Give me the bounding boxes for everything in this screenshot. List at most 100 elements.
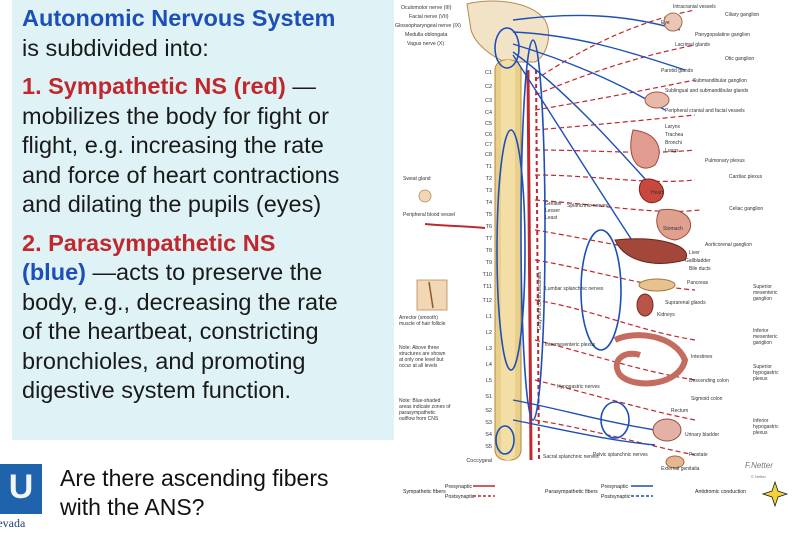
kidney-organ: [636, 293, 654, 317]
parasympathetic-outflow-ovals: [494, 27, 630, 455]
parasympathetic-heading: 2. Parasympathetic NS: [22, 229, 276, 256]
salivary-glands: [644, 91, 670, 109]
legend-parasympathetic: Parasympathetic fibers: [545, 489, 598, 495]
label-sigmoid-colon: Sigmoid colon: [691, 396, 723, 402]
label-t12: T12: [483, 298, 492, 304]
question-line-2: with the ANS?: [60, 494, 205, 520]
star-marker-icon: [761, 480, 789, 508]
ans-diagram: Oculomotor nerve (III) Facial nerve (VII…: [395, 0, 793, 532]
label-peripheral-vessel: Peripheral blood vessel: [403, 212, 455, 218]
label-t5: T5: [486, 212, 492, 218]
label-t2: T2: [486, 176, 492, 182]
label-l3: L3: [486, 346, 492, 352]
label-t1: T1: [486, 164, 492, 170]
label-sweat-gland: Sweat gland: [403, 176, 431, 182]
label-intermesenteric: Intermesenteric plexus: [545, 342, 596, 348]
label-pterygopalatine: Pterygopalatine ganglion: [695, 32, 750, 38]
legend-sym-postsynaptic: Postsynaptic: [445, 494, 475, 500]
spinal-cord-core: [501, 60, 515, 460]
stomach-organ: [656, 208, 692, 241]
label-greater: Greater: [545, 201, 562, 207]
label-otic: Otic ganglion: [725, 56, 754, 62]
label-suprarenal: Suprarenal glands: [665, 300, 706, 306]
brainstem-shape: [466, 0, 550, 63]
label-kidneys: Kidneys: [657, 312, 675, 318]
label-superior-hypogastric: Superior hypogastric plexus: [753, 364, 779, 382]
label-least: Least: [545, 215, 558, 221]
label-c1: C1: [485, 70, 492, 76]
label-lacrimal: Lacrimal glands: [675, 42, 711, 48]
parasympathetic-line-4: digestive system function.: [22, 377, 292, 403]
label-facial: Facial nerve (VII): [409, 14, 449, 20]
note-arrector: Arrector (smooth) muscle of hair follicl…: [399, 315, 445, 327]
panel-title: Autonomic Nervous System: [22, 5, 336, 31]
label-submandibular-ganglion: Submandibular ganglion: [693, 78, 747, 84]
label-t9: T9: [486, 260, 492, 266]
university-logo: U: [0, 464, 42, 514]
organs: [613, 12, 692, 469]
label-s3: S3: [485, 420, 492, 426]
label-l4: L4: [486, 362, 492, 368]
sympathetic-heading: 1. Sympathetic NS: [22, 73, 228, 99]
parasympathetic-line-0: —acts to preserve the: [85, 259, 323, 285]
label-c3: C3: [485, 98, 492, 104]
label-lungs: Lungs: [665, 148, 679, 154]
legend-para-presynaptic: Presynaptic: [601, 484, 629, 490]
label-l2: L2: [486, 330, 492, 336]
intestines-organ: [613, 332, 689, 387]
description-panel: Autonomic Nervous System is subdivided i…: [12, 0, 394, 440]
cranial-nerve-labels: Oculomotor nerve (III) Facial nerve (VII…: [395, 5, 461, 47]
logo-letter: U: [8, 468, 34, 506]
label-gray-rami: Gray rami communicantes: [537, 271, 543, 330]
label-pelvic-splanchnic: Pelvic splanchnic nerves: [593, 452, 648, 458]
label-intracranial-vessels: Intracranial vessels: [673, 4, 716, 10]
label-inferior-hypogastric: Inferior hypogastric plexus: [753, 418, 779, 436]
label-external-genitalia: External genitalia: [661, 466, 700, 472]
parasympathetic-line-2: of the heartbeat, constricting: [22, 318, 319, 344]
label-c8: C8: [485, 152, 492, 158]
note-blue-shaded: Note: Blue-shaded areas indicate zones o…: [399, 398, 450, 422]
label-gallbladder: Gallbladder: [685, 258, 711, 264]
label-c6: C6: [485, 132, 492, 138]
label-parotid: Parotid glands: [661, 68, 693, 74]
label-celiac: Celiac ganglion: [729, 206, 763, 212]
label-cardiac-plexus: Cardiac plexus: [729, 174, 763, 180]
logo-wordmark: levada: [0, 516, 26, 530]
label-bronchi: Bronchi: [665, 140, 682, 146]
label-heart: Heart: [651, 190, 664, 196]
label-t8: T8: [486, 248, 492, 254]
skin-structures: [416, 189, 486, 311]
vertebral-labels: C1 C2 C3 C4 C5 C6 C7 C8 T1 T2 T3 T4 T5 T…: [466, 70, 492, 464]
label-peripheral-cranial: Peripheral cranial and facial vessels: [665, 108, 745, 114]
label-t10: T10: [483, 272, 492, 278]
note-structures: Note: Above three structures are shown a…: [399, 345, 445, 369]
label-c5: C5: [485, 121, 492, 127]
label-pulmonary-plexus: Pulmonary plexus: [705, 158, 745, 164]
prostate-organ: [665, 455, 685, 469]
label-rectum: Rectum: [671, 408, 688, 414]
parasympathetic-fibers: [512, 14, 686, 446]
sympathetic-line-1: mobilizes the body for fight or: [22, 102, 329, 129]
label-t11: T11: [483, 284, 492, 290]
label-pancreas: Pancreas: [687, 280, 709, 286]
legend-sympathetic: Sympathetic fibers: [403, 489, 446, 495]
legend: Sympathetic fibers Presynaptic Postsynap…: [403, 484, 746, 500]
sympathetic-dash: —: [285, 73, 316, 99]
eye-organ: [663, 12, 683, 32]
legend-sym-presynaptic: Presynaptic: [445, 484, 473, 490]
label-urinary-bladder: Urinary bladder: [685, 432, 720, 438]
sympathetic-color-note: (red): [233, 73, 286, 99]
sympathetic-line-2: flight, e.g. increasing the rate: [22, 132, 324, 158]
liver-organ: [614, 238, 688, 264]
label-ciliary-ganglion: Ciliary ganglion: [725, 12, 759, 18]
label-descending-colon: Descending colon: [689, 378, 729, 384]
label-s2: S2: [485, 408, 492, 414]
label-eye: Eye: [661, 20, 670, 26]
side-notes: Sweat gland Peripheral blood vessel Arre…: [399, 176, 455, 422]
parasympathetic-color-note: (blue): [22, 259, 86, 285]
label-stomach: Stomach: [663, 226, 683, 232]
label-s1: S1: [485, 394, 492, 400]
label-superior-mesenteric: Superior mesenteric ganglion: [753, 284, 777, 302]
label-c7: C7: [485, 142, 492, 148]
description-text: Autonomic Nervous System is subdivided i…: [22, 4, 390, 406]
